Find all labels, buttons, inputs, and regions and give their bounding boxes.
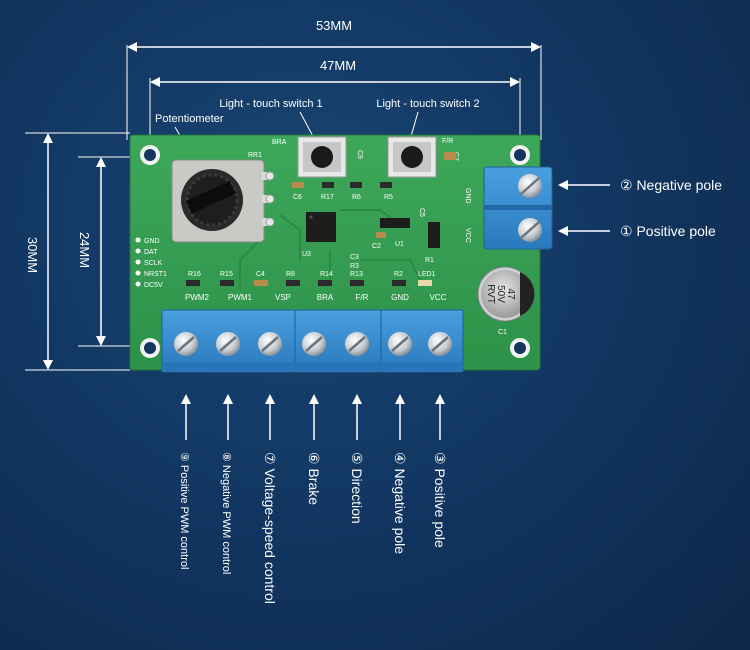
regulator-chip [380,218,410,228]
width-inner-label: 47MM [320,58,356,73]
screw-slot [261,336,279,352]
width-outer-label: 53MM [316,18,352,33]
silk-c2: C2 [372,243,381,250]
height-outer-dimension: 30MM [25,132,130,371]
right-terminal-block [483,166,553,250]
silk-r6: R6 [352,194,361,201]
right-pos-pole-label: ① Positive pole [620,223,716,239]
silk-bra: BRA [272,139,287,146]
screw-slot [431,336,449,352]
silk-led1: LED1 [418,271,436,278]
silk-r14: R14 [320,271,333,278]
silk-rr1: RR1 [248,152,262,159]
silk-c6: C6 [293,194,302,201]
height-inner-label: 24MM [77,232,92,268]
height-outer-label: 30MM [25,237,40,273]
bottom-terminal-label: ⑥ Brake [306,452,322,505]
silk-c3: C3 [350,254,359,261]
screw-slot [177,336,195,352]
silk-r16: R16 [188,271,201,278]
electrolytic-capacitor: 47 50V RVT [477,266,535,322]
board-label-fr: F/R [356,293,369,302]
pin-label-sclk: SCLK [144,260,163,267]
board-label-bra: BRA [317,293,334,302]
board-label-pwm1: PWM1 [228,293,253,302]
bottom-terminal-labels: ⑨ Positive PWM control ⑧ Negative PWM con… [178,394,448,604]
bottom-terminal-label: ④ Negative pole [392,452,408,554]
touch-switch-1[interactable] [297,136,347,178]
board-label-pwm2: PWM2 [185,293,210,302]
width-outer-dimension: 53MM [126,18,542,140]
silk-c5: C5 [418,208,425,217]
board-label-vsp: VSP [275,293,291,302]
silk-r3: R3 [350,263,359,270]
pin-label-nrst1: NRST1 [144,271,167,278]
width-inner-dimension: 47MM [149,58,521,140]
potentiometer-callout: Potentiometer [155,113,224,125]
pin-label-gnd: GND [144,238,160,245]
bottom-terminal-label: ⑤ Direction [349,452,365,524]
program-header: GND DAT SCLK NRST1 DC5V [135,237,167,289]
potentiometer[interactable] [171,159,275,243]
bottom-terminal-label: ③ Positive pole [432,452,448,548]
silk-r17: R17 [321,194,334,201]
cap-text-2: 50V [495,285,506,303]
silk-r1: R1 [425,257,434,264]
screw-slot [219,336,237,352]
silk-fr-top: F/R [442,138,453,145]
bottom-terminal-block [161,309,464,373]
bottom-screws [174,332,452,356]
silk-gnd-right: GND [464,188,471,204]
silk-c9: C9 [356,150,363,159]
silk-vcc-right: VCC [464,228,471,243]
bottom-terminal-label: ⑦ Voltage-speed control [262,452,278,604]
bottom-terminal-label: ⑧ Negative PWM control [220,452,232,574]
silk-r2: R2 [394,271,403,278]
silk-r5: R5 [384,194,393,201]
silk-u1: U1 [395,241,404,248]
silk-r13: R13 [350,271,363,278]
switch2-callout: Light - touch switch 2 [376,98,479,110]
silk-c1: C1 [498,329,507,336]
pin-label-dat: DAT [144,249,158,256]
silk-r15: R15 [220,271,233,278]
mcu-chip [306,212,336,242]
silk-u3: U3 [302,251,311,258]
silk-r8: R8 [286,271,295,278]
pin-label-dc5v: DC5V [144,282,163,289]
cap-text-3: RVT [485,284,496,304]
touch-switch-2[interactable] [387,136,437,178]
board-label-gnd: GND [391,293,409,302]
switch1-callout: Light - touch switch 1 [219,98,322,110]
screw-slot [305,336,323,352]
bottom-terminal-label: ⑨ Positive PWM control [178,452,190,569]
right-neg-pole-label: ② Negative pole [620,177,722,193]
board-label-vcc: VCC [430,293,447,302]
cap-text-1: 47 [505,288,516,300]
silk-c4: C4 [256,271,265,278]
screw-slot [348,336,366,352]
screw-slot [391,336,409,352]
